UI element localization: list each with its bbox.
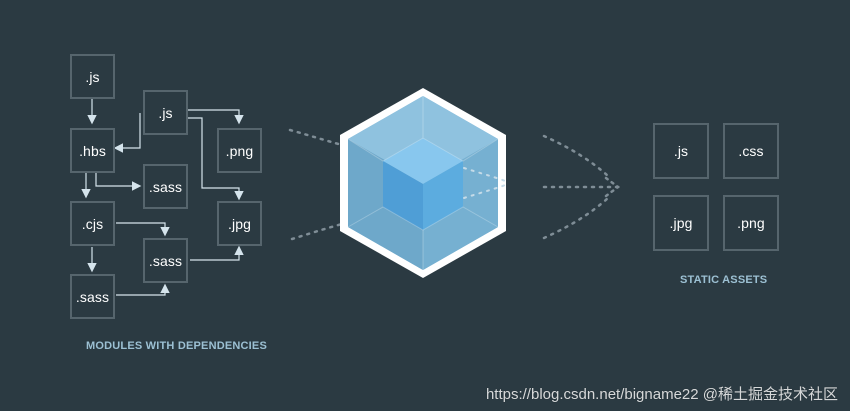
- module-label: .cjs: [81, 215, 104, 232]
- incoming-dots: [288, 126, 350, 244]
- webpack-cube-svg: [340, 88, 509, 278]
- module-box: .cjs: [70, 201, 115, 246]
- output-arrows: [540, 128, 630, 246]
- webpack-cube: [338, 86, 509, 280]
- assets-caption: STATIC ASSETS: [680, 274, 768, 286]
- connector-js-to-png: [188, 109, 244, 125]
- watermark: https://blog.csdn.net/bigname22 @稀土掘金技术社…: [485, 386, 838, 403]
- module-label: .jpg: [228, 215, 251, 232]
- asset-box: .js: [653, 123, 709, 179]
- module-box: .sass: [143, 238, 188, 283]
- incoming-dots-svg: [288, 128, 344, 241]
- asset-box: .png: [723, 195, 779, 251]
- asset-box: .jpg: [653, 195, 709, 251]
- module-box: .jpg: [217, 201, 262, 246]
- asset-label: .jpg: [669, 215, 693, 231]
- asset-box: .css: [723, 123, 779, 179]
- module-box: .sass: [143, 164, 188, 209]
- module-label: .sass: [148, 252, 183, 269]
- module-label: .png: [225, 142, 254, 159]
- module-label: .js: [158, 104, 173, 121]
- asset-label: .css: [738, 143, 764, 159]
- module-label: .sass: [75, 288, 110, 305]
- connector-js-to-hbs-2: [113, 113, 141, 153]
- module-box: .js: [70, 54, 115, 99]
- module-box: .sass: [70, 274, 115, 319]
- module-box: .png: [217, 128, 262, 173]
- module-label: .sass: [148, 178, 183, 195]
- module-box: .hbs: [70, 128, 115, 173]
- module-label: .hbs: [79, 142, 106, 159]
- modules-caption: MODULES WITH DEPENDENCIES: [86, 340, 268, 352]
- connector-sass-bottom-to-sass-middle: [116, 283, 170, 296]
- connector-cjs-to-sass: [116, 222, 170, 237]
- connector-hbs-to-sass: [95, 172, 142, 191]
- connector-sass-to-jpg: [190, 245, 244, 261]
- asset-label: .png: [737, 215, 765, 231]
- output-arrows-svg: [542, 134, 621, 240]
- module-box: .js: [143, 90, 188, 135]
- module-label: .js: [85, 68, 100, 85]
- asset-label: .js: [673, 143, 689, 159]
